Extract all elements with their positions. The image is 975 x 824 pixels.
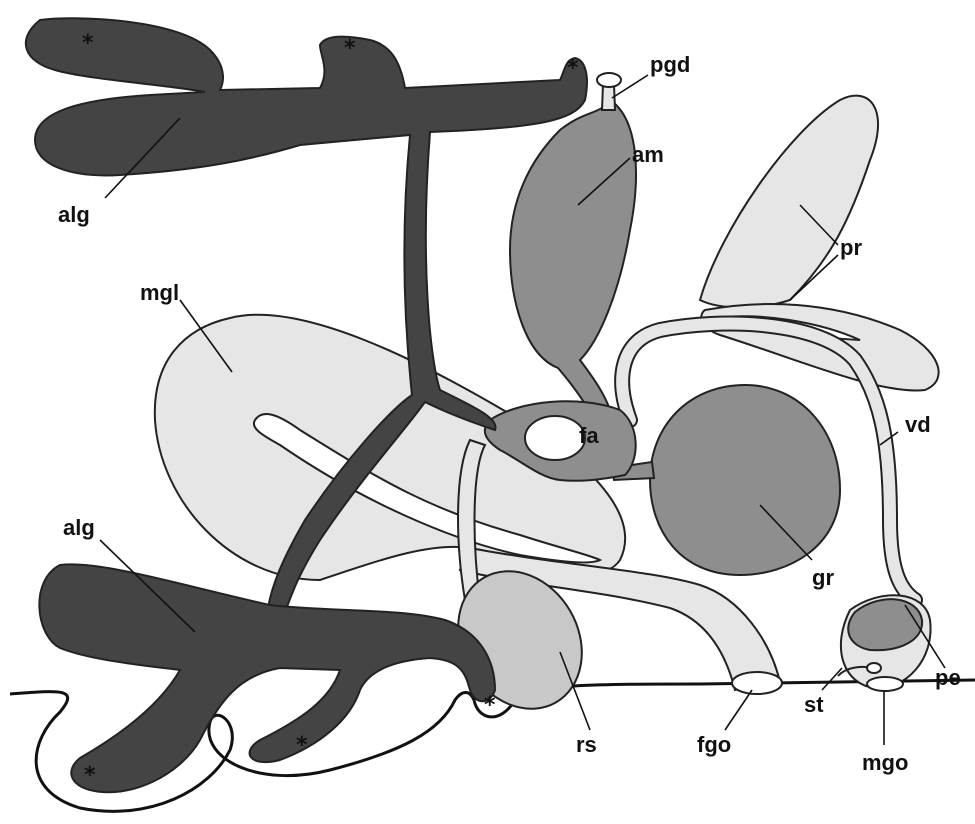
label-rs: rs: [576, 732, 597, 757]
asterisk-marker: *: [484, 693, 496, 718]
label-pgd: pgd: [650, 52, 690, 77]
label-vd: vd: [905, 412, 931, 437]
asterisk-marker: *: [296, 733, 308, 758]
mgo-opening: [867, 677, 903, 691]
asterisk-marker: *: [84, 763, 96, 788]
leader-fgo: [725, 690, 752, 730]
alg-bottom-organ: [39, 564, 495, 792]
asterisk-marker: *: [567, 56, 579, 81]
label-pe: pe: [935, 665, 961, 690]
label-fa: fa: [579, 423, 599, 448]
leader-st: [822, 668, 842, 690]
gr-organ: [650, 385, 840, 575]
pgd-opening: [597, 73, 621, 87]
label-mgo: mgo: [862, 750, 908, 775]
label-gr: gr: [812, 565, 834, 590]
label-mgl: mgl: [140, 280, 179, 305]
label-alg-top: alg: [58, 202, 90, 227]
fgo-opening: [732, 672, 782, 694]
asterisk-marker: *: [82, 31, 94, 56]
label-pr: pr: [840, 235, 862, 260]
st-tip: [867, 663, 881, 673]
asterisk-marker: *: [344, 36, 356, 61]
label-st: st: [804, 692, 824, 717]
label-fgo: fgo: [697, 732, 731, 757]
label-am: am: [632, 142, 664, 167]
label-alg-bottom: alg: [63, 515, 95, 540]
pr-organ-upper: [700, 96, 878, 308]
fa-lumen: [525, 416, 585, 460]
